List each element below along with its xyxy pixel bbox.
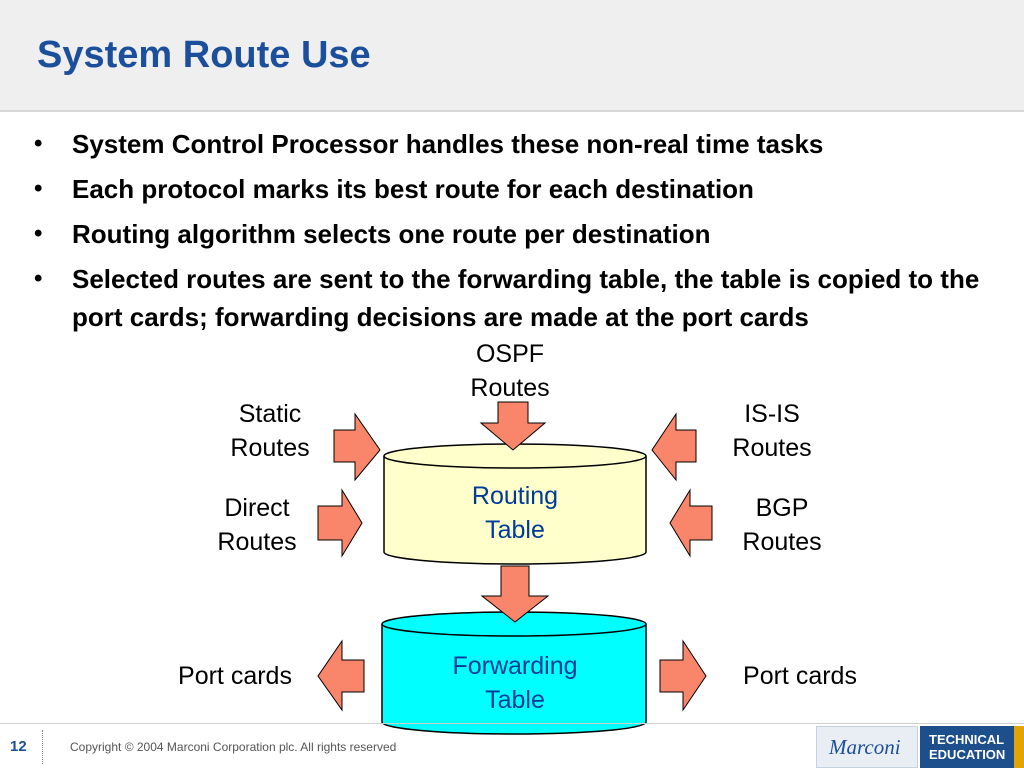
forwarding-table-line1: Forwarding xyxy=(452,652,578,680)
routing-table-line2: Table xyxy=(485,516,545,544)
page-number: 12 xyxy=(10,738,27,755)
direct-arrow xyxy=(317,488,363,558)
bullet-item: • Routing algorithm selects one route pe… xyxy=(30,215,990,253)
bullet-dot: • xyxy=(34,130,43,157)
bullet-item: • Each protocol marks its best route for… xyxy=(30,170,990,208)
static-label-line2: Routes xyxy=(230,434,310,462)
port-cards-left-label: Port cards xyxy=(178,662,292,690)
static-arrow xyxy=(333,412,381,482)
bullet-text: Routing algorithm selects one route per … xyxy=(72,219,711,249)
port-cards-left-arrow xyxy=(317,639,365,712)
bgp-routes-label: BGP Routes xyxy=(732,491,832,559)
isis-label-line1: IS-IS xyxy=(744,400,800,428)
gold-accent-strip xyxy=(1014,726,1024,768)
routing-table-line1: Routing xyxy=(471,482,559,510)
technical-education-badge: TECHNICAL EDUCATION xyxy=(920,726,1014,768)
direct-routes-label: Direct Routes xyxy=(207,491,307,559)
forwarding-table-cylinder xyxy=(381,611,647,735)
bullet-item: • System Control Processor handles these… xyxy=(30,125,990,163)
bullet-dot: • xyxy=(34,175,43,202)
footer-divider xyxy=(0,723,1024,724)
bgp-label-line1: BGP xyxy=(755,494,809,522)
bullet-dot: • xyxy=(34,220,43,247)
bullet-list: • System Control Processor handles these… xyxy=(30,125,990,343)
bullet-text: Each protocol marks its best route for e… xyxy=(72,174,754,204)
copyright-text: Copyright © 2004 Marconi Corporation plc… xyxy=(70,740,397,754)
direct-label-line2: Routes xyxy=(217,528,297,556)
isis-arrow xyxy=(651,412,697,482)
marconi-logo: Marconi xyxy=(816,726,918,768)
port-cards-right-label: Port cards xyxy=(743,662,857,690)
isis-routes-label: IS-IS Routes xyxy=(722,397,822,465)
bullet-dot: • xyxy=(34,265,43,292)
bullet-text: System Control Processor handles these n… xyxy=(72,129,824,159)
direct-label-line1: Direct xyxy=(224,494,290,522)
static-label-line1: Static xyxy=(238,400,302,428)
routing-table-label: Routing Table xyxy=(445,479,585,547)
bgp-label-line2: Routes xyxy=(742,528,822,556)
static-routes-label: Static Routes xyxy=(220,397,320,465)
routing-to-forwarding-arrow xyxy=(480,565,550,623)
ospf-arrow xyxy=(479,401,547,451)
ospf-label-line1: OSPF xyxy=(475,340,545,368)
bgp-arrow xyxy=(669,488,713,558)
marconi-logo-text: Marconi xyxy=(829,735,901,759)
bullet-text: Selected routes are sent to the forwardi… xyxy=(72,264,980,332)
page-number-separator xyxy=(42,730,43,764)
tech-line2: EDUCATION xyxy=(929,747,1006,762)
title-bar: System Route Use xyxy=(0,0,1024,112)
forwarding-table-label: Forwarding Table xyxy=(430,649,600,717)
ospf-routes-label: OSPF Routes xyxy=(460,337,560,405)
slide-title: System Route Use xyxy=(37,34,371,76)
forwarding-table-line2: Table xyxy=(485,686,545,714)
isis-label-line2: Routes xyxy=(732,434,812,462)
technical-education-text: TECHNICAL EDUCATION xyxy=(929,732,1005,762)
tech-line1: TECHNICAL xyxy=(929,732,1005,747)
bullet-item: • Selected routes are sent to the forwar… xyxy=(30,260,990,336)
port-cards-right-arrow xyxy=(659,639,707,712)
ospf-label-line2: Routes xyxy=(470,374,550,402)
